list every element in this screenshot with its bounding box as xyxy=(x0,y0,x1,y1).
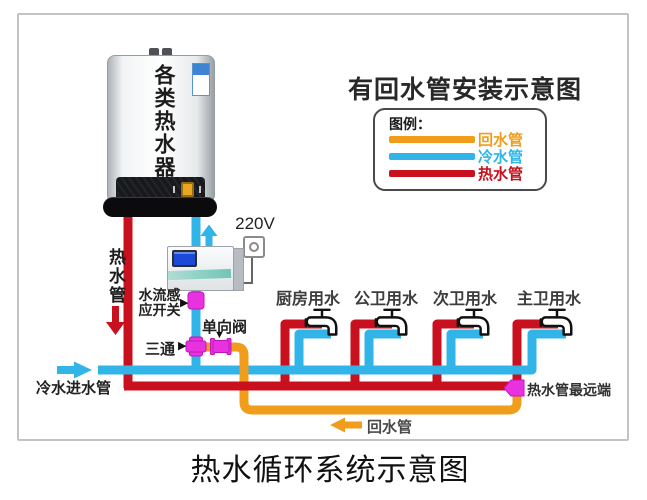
check-valve-fitting xyxy=(212,340,230,353)
cold-main-pipe xyxy=(98,329,566,375)
energy-label-sticker-header xyxy=(193,64,209,75)
display-tick-right xyxy=(199,186,201,193)
power-wire xyxy=(243,254,253,284)
cold-riser-public-bath xyxy=(364,329,401,370)
legend-bar-return-pipe xyxy=(389,136,475,143)
tee-label: 三通 xyxy=(145,341,176,358)
heater-top-vent-right xyxy=(162,48,172,57)
tee-pointer-icon: ▶ xyxy=(178,340,187,352)
legend-label-return-pipe: 回水管 xyxy=(478,132,524,149)
check-valve-label: 单向阀 xyxy=(202,319,248,336)
cold-inlet-label: 冷水进水管 xyxy=(36,380,112,397)
far-end-connector xyxy=(503,379,525,397)
diagram-title: 有回水管安装示意图 xyxy=(348,76,583,104)
flow-switch-pointer-icon: ▶ xyxy=(180,297,189,309)
diagram-border-frame xyxy=(17,13,629,441)
water-heater-label: 各类热水器 xyxy=(152,64,175,179)
tap-label-second-bath: 次卫用水 xyxy=(432,291,498,308)
hot-flow-down-arrow-icon xyxy=(106,306,125,335)
flow-switch-fitting xyxy=(187,291,205,310)
flow-switch-label: 水流感 应开关 xyxy=(136,288,183,318)
pipe-fittings xyxy=(185,291,525,397)
flow-switch-label-line2: 应开关 xyxy=(138,302,181,318)
tap-label-public-bath: 公卫用水 xyxy=(353,291,419,308)
display-tick-left xyxy=(173,186,175,193)
tap-label-kitchen: 厨房用水 xyxy=(275,291,341,308)
energy-label-sticker xyxy=(192,63,210,96)
legend-box: 图例： 回水管 冷水管 热水管 xyxy=(373,108,547,191)
flow-switch-label-line1: 水流感 xyxy=(138,287,181,303)
legend-label-hot-pipe: 热水管 xyxy=(478,166,524,183)
cold-flow-up-arrow-icon xyxy=(200,224,218,246)
tee-fitting-horizontal xyxy=(185,340,207,353)
return-flow-arrow-icon xyxy=(330,417,362,433)
check-valve-pointer-icon: ▼ xyxy=(214,329,225,341)
legend-label-cold-pipe: 冷水管 xyxy=(478,149,524,166)
power-outlet-icon xyxy=(243,236,265,258)
legend-bar-hot-pipe xyxy=(389,170,475,177)
return-pipe xyxy=(203,342,522,415)
power-outlet-hole xyxy=(249,242,259,252)
cold-riser-kitchen xyxy=(294,329,331,370)
heater-display-digits xyxy=(181,182,194,197)
heater-base xyxy=(103,197,217,217)
heater-top-vent-left xyxy=(149,48,159,57)
legend-bar-cold-pipe xyxy=(389,153,475,160)
return-pipe-label: 回水管 xyxy=(367,419,413,436)
far-end-label: 热水管最远端 xyxy=(527,382,611,398)
hot-pipe-label: 热水管 xyxy=(106,248,125,305)
pump-lcd-screen xyxy=(172,250,197,267)
diagram-caption: 热水循环系统示意图 xyxy=(190,454,470,487)
legend-heading: 图例： xyxy=(389,116,431,132)
voltage-label: 220V xyxy=(235,214,275,233)
cold-riser-second-bath xyxy=(446,329,483,370)
tap-label-master-bath: 主卫用水 xyxy=(516,291,582,308)
cold-inlet-arrow-icon xyxy=(57,361,92,379)
